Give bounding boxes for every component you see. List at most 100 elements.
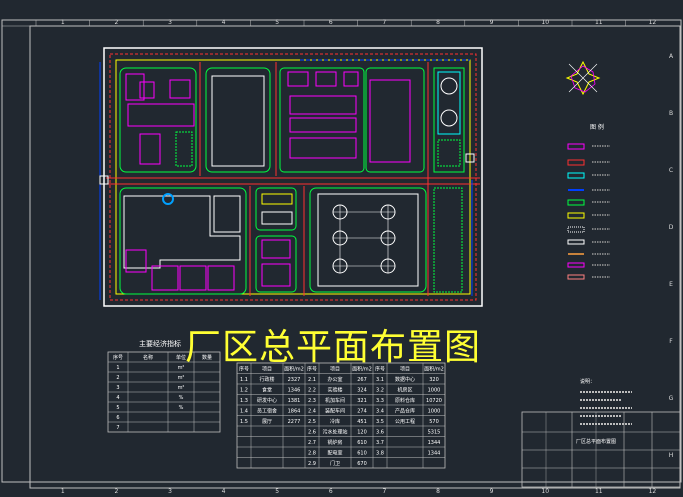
right-table-cell: 行政楼 — [259, 376, 274, 383]
border-number-bottom: 9 — [490, 488, 494, 495]
building-sw-2 — [151, 265, 179, 291]
border-letter-side: C — [669, 167, 673, 174]
right-table-cell: 办公室 — [327, 376, 342, 383]
right-table-cell: 冷库 — [330, 418, 340, 425]
tank-1 — [440, 77, 458, 95]
right-table-cell: 数据中心 — [395, 376, 415, 383]
right-table-cell: 门卫 — [330, 460, 340, 467]
border-number-top: 12 — [649, 19, 657, 26]
right-table-cell: 10720 — [426, 398, 442, 404]
border-number-bottom: 3 — [168, 488, 172, 495]
right-table-cell: 3.8 — [376, 451, 384, 457]
right-table-cell: 1.1 — [240, 377, 248, 383]
legend-swatch-white — [567, 239, 585, 245]
building-nc-5 — [289, 117, 357, 133]
right-table-cell: 451 — [357, 419, 367, 425]
right-table-cell: 274 — [357, 409, 367, 415]
right-table-cell: 670 — [357, 461, 367, 467]
right-table-cell: 3.6 — [376, 430, 384, 436]
left-table-header-cell: 序号 — [113, 354, 123, 361]
border-number-bottom: 1 — [61, 488, 65, 495]
right-table-cell: 公用工程 — [395, 418, 415, 425]
right-table-header-cell: 项目 — [262, 367, 272, 373]
right-table-cell: 1.3 — [240, 398, 248, 404]
building-nw-1 — [125, 73, 145, 101]
right-table-cell: 1344 — [428, 451, 441, 457]
border-number-top: 8 — [436, 19, 440, 26]
right-table-cell: 展厅 — [262, 419, 272, 425]
building-sw-3 — [179, 265, 207, 291]
tank-farm-bund — [317, 193, 419, 287]
legend-swatch-dash — [567, 226, 585, 233]
left-table-header-cell: 数量 — [202, 354, 212, 361]
right-table-header-cell: 项目 — [400, 367, 410, 373]
left-table-header-cell: 单位 — [176, 354, 186, 361]
right-table-cell: 1346 — [288, 388, 301, 394]
building-sc3 — [261, 263, 291, 287]
border-number-bottom: 11 — [595, 488, 603, 495]
building-nw-3 — [169, 79, 191, 99]
building-sc2 — [261, 239, 291, 259]
legend-swatch-wall — [567, 212, 585, 219]
tank-yard — [433, 67, 465, 173]
right-table-cell: 原料仓库 — [395, 397, 415, 404]
wall-outline — [115, 59, 471, 295]
right-table-cell: 产品仓库 — [395, 408, 415, 415]
building-sw-annex — [213, 195, 241, 233]
road-outline — [109, 53, 477, 301]
legend-swatch-building — [567, 143, 585, 150]
building-nw-5 — [139, 133, 161, 165]
legend-swatch-road — [567, 159, 585, 166]
right-table-cell: 机加车间 — [325, 397, 345, 404]
border-number-bottom: 5 — [275, 488, 279, 495]
right-table-cell: 装配车间 — [325, 408, 345, 415]
right-table-cell: 321 — [357, 398, 367, 404]
left-table-title: 主要经济指标 — [139, 339, 181, 348]
building-nc-3 — [343, 71, 359, 87]
border-number-top: 2 — [114, 19, 118, 26]
right-table-cell: 2327 — [288, 377, 301, 383]
building-sw-main — [123, 195, 241, 269]
parking-1 — [261, 193, 293, 205]
green-strip-e — [433, 187, 463, 293]
building-nc-6 — [289, 137, 357, 159]
left-table-cell: % — [179, 405, 184, 411]
border-number-top: 10 — [541, 19, 549, 26]
right-table-cell: 3.2 — [376, 388, 384, 394]
green-zone-nc — [279, 67, 365, 173]
border-number-bottom: 2 — [114, 488, 118, 495]
right-table-cell: 污水处理站 — [322, 429, 347, 436]
border-number-top: 4 — [222, 19, 226, 26]
legend-title: 图 例 — [590, 123, 604, 131]
building-nc-2 — [315, 71, 337, 87]
building-nw-4 — [127, 103, 195, 127]
right-table-cell: 1000 — [428, 388, 441, 394]
border-letter-side: H — [669, 452, 674, 459]
right-table-cell: 配电室 — [327, 450, 342, 457]
left-table-cell: m² — [178, 385, 185, 391]
border-number-top: 9 — [490, 19, 494, 26]
left-table-cell: 4 — [116, 395, 119, 401]
left-table-cell: 3 — [116, 385, 119, 391]
right-table-cell: 5315 — [428, 430, 441, 436]
notes: 说明： — [580, 378, 632, 425]
right-table-cell: 3.4 — [376, 409, 384, 415]
right-table-header-cell: 序号 — [307, 366, 317, 373]
border-letter-side: D — [669, 224, 674, 231]
right-table-cell: 2.5 — [308, 419, 316, 425]
green-zone-n — [205, 67, 271, 173]
left-table-cell: m² — [178, 375, 185, 381]
green-zone-sw — [119, 187, 247, 295]
right-table-cell: 员工宿舍 — [257, 408, 277, 415]
right-table-header-cell: 序号 — [375, 366, 385, 373]
compass-rose — [565, 60, 601, 96]
right-table-header-cell: 项目 — [330, 367, 340, 373]
title-block-name: 厂区总平面布置图 — [576, 438, 616, 445]
legend: 图 例 — [567, 123, 610, 280]
green-zone-sc2 — [255, 235, 297, 293]
left-table-cell: 2 — [116, 375, 119, 381]
right-table-cell: 1000 — [428, 409, 441, 415]
left-table-cell: 5 — [116, 405, 119, 411]
